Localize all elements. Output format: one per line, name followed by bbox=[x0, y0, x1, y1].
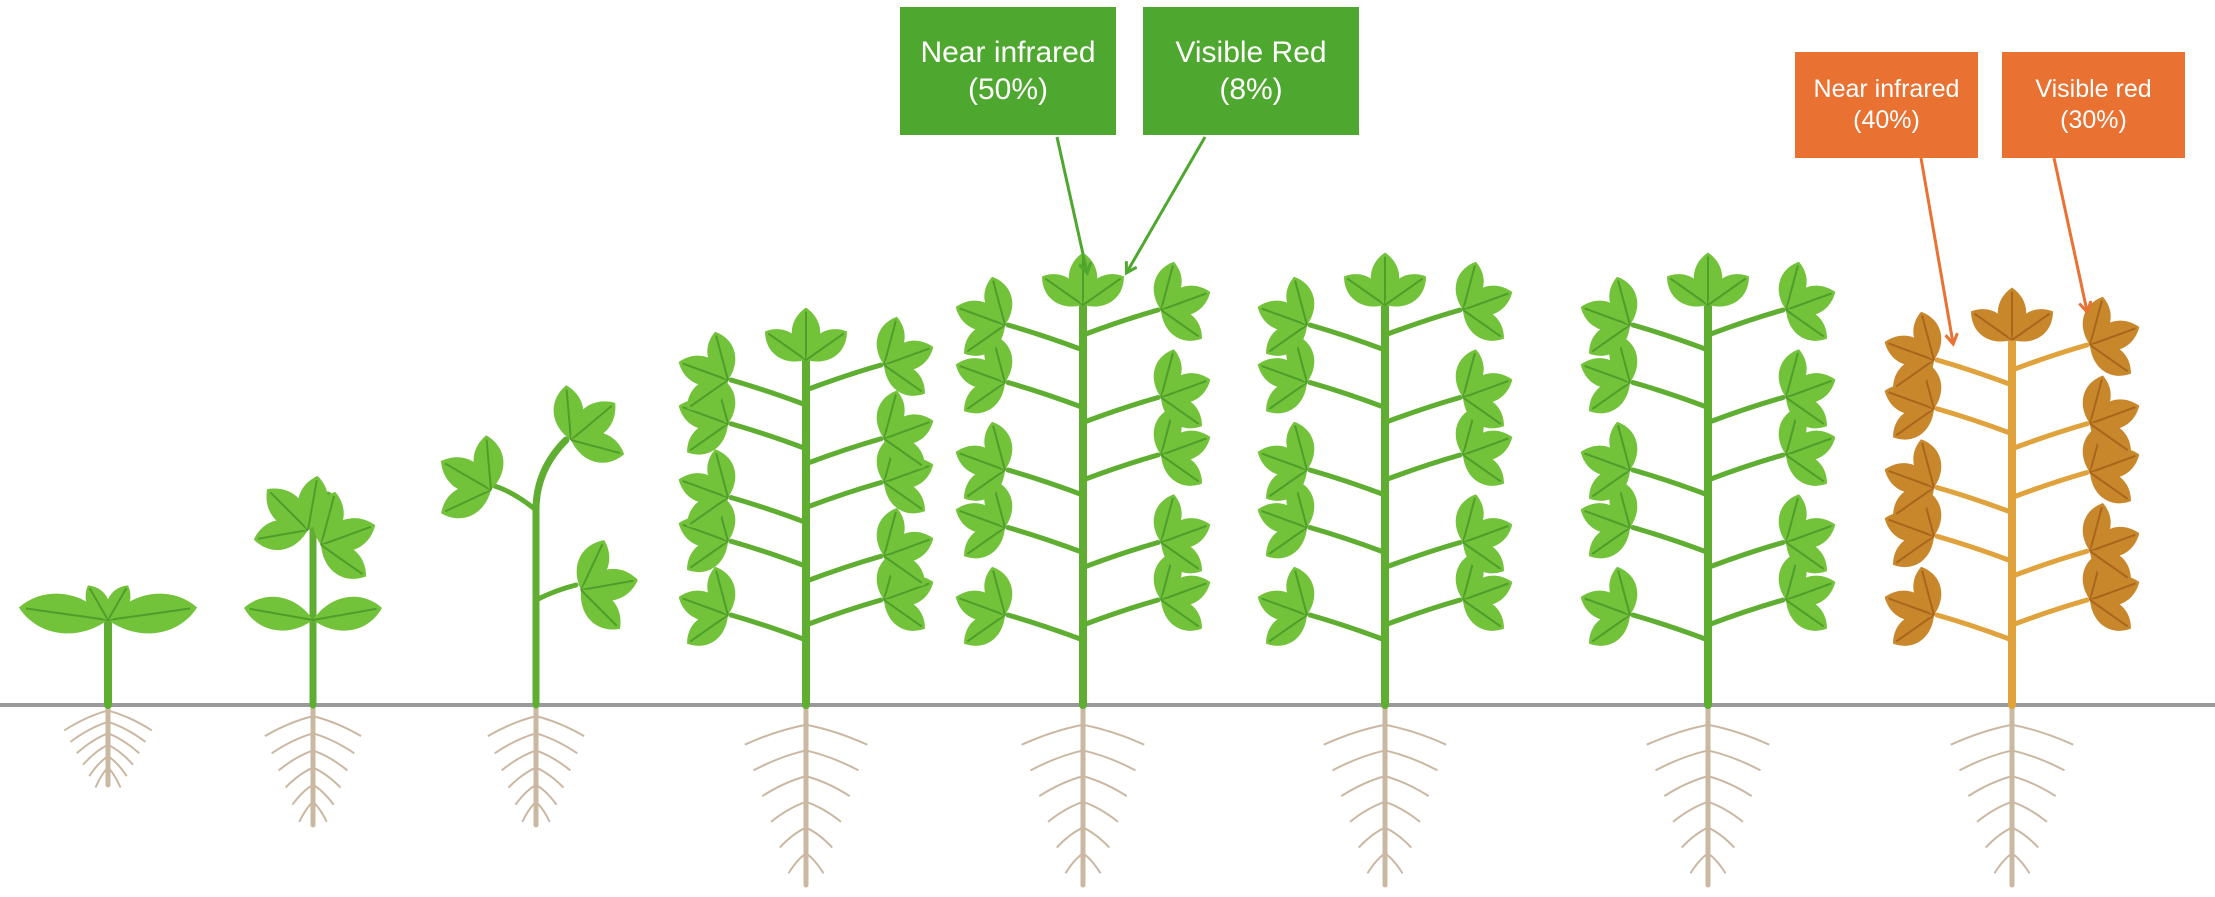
growth-stage-2 bbox=[241, 473, 385, 705]
near-infrared-label-healthy-value: (50%) bbox=[968, 71, 1048, 109]
near-infrared-label-healthy-title: Near infrared bbox=[920, 34, 1095, 72]
roots bbox=[1647, 705, 1770, 885]
growth-stage-7 bbox=[1576, 253, 1840, 706]
roots bbox=[1022, 705, 1145, 885]
roots bbox=[745, 705, 868, 885]
roots bbox=[265, 705, 361, 825]
visible-red-label-healthy: Visible Red (8%) bbox=[1143, 7, 1359, 135]
roots bbox=[1951, 705, 2074, 885]
growth-stage-6 bbox=[1253, 253, 1517, 706]
leaf bbox=[241, 592, 316, 637]
roots bbox=[1324, 705, 1447, 885]
red-arrow-stressed bbox=[2054, 158, 2087, 311]
growth-stage-8-dry bbox=[1880, 288, 2144, 706]
growth-stage-1 bbox=[16, 580, 200, 705]
visible-red-label-stressed-title: Visible red bbox=[2035, 74, 2151, 105]
visible-red-label-healthy-value: (8%) bbox=[1219, 71, 1282, 109]
roots bbox=[64, 705, 152, 788]
near-infrared-label-stressed-title: Near infrared bbox=[1814, 74, 1960, 105]
visible-red-label-stressed-value: (30%) bbox=[2060, 105, 2127, 136]
near-infrared-label-stressed: Near infrared (40%) bbox=[1795, 52, 1978, 158]
roots bbox=[488, 705, 584, 825]
growth-stage-3 bbox=[433, 384, 640, 705]
growth-stage-4 bbox=[674, 308, 938, 706]
near-infrared-label-stressed-value: (40%) bbox=[1853, 105, 1920, 136]
visible-red-label-stressed: Visible red (30%) bbox=[2002, 52, 2185, 158]
near-infrared-label-healthy: Near infrared (50%) bbox=[900, 7, 1116, 135]
leaf bbox=[310, 592, 385, 637]
nir-arrow-healthy bbox=[1057, 137, 1087, 272]
visible-red-label-healthy-title: Visible Red bbox=[1175, 34, 1326, 72]
growth-stage-5 bbox=[951, 253, 1215, 706]
red-arrow-healthy bbox=[1127, 137, 1205, 272]
